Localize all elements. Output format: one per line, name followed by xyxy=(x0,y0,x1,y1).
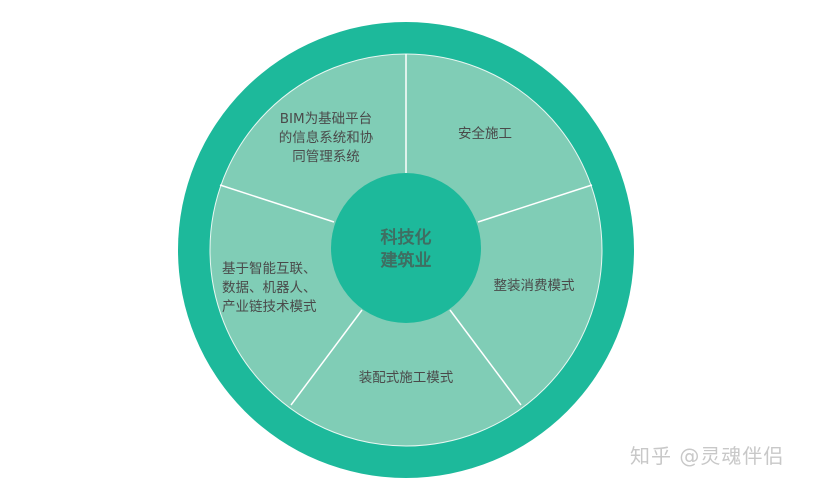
divider-lines xyxy=(219,54,593,406)
divider-line xyxy=(477,184,593,223)
segment-text: 基于智能互联、 xyxy=(222,261,317,277)
segment-text: 数据、机器人、 xyxy=(222,280,317,296)
segment-safe-construction: 安全施工 xyxy=(435,125,535,144)
segment-text: 的信息系统和协 xyxy=(278,130,374,146)
segment-text: 产业链技术模式 xyxy=(222,299,317,315)
segment-bim-platform: BIM为基础平台 的信息系统和协 同管理系统 xyxy=(266,110,386,167)
segment-text: BIM为基础平台 xyxy=(279,111,373,127)
center-title: 科技化 建筑业 xyxy=(356,227,456,273)
center-circle xyxy=(331,173,481,323)
segment-prefab-construction: 装配式施工模式 xyxy=(344,369,468,388)
divider-line xyxy=(219,184,335,223)
center-title-line: 科技化 xyxy=(380,228,432,248)
segment-consumption-mode: 整装消费模式 xyxy=(482,277,586,296)
segment-text: 整装消费模式 xyxy=(493,278,575,294)
center-title-line: 建筑业 xyxy=(380,251,432,271)
segment-smart-tech: 基于智能互联、 数据、机器人、 产业链技术模式 xyxy=(222,260,332,317)
segment-text: 装配式施工模式 xyxy=(358,370,454,386)
divider-line xyxy=(449,309,522,406)
watermark: 知乎 @灵魂伴侣 xyxy=(630,444,785,468)
segment-text: 安全施工 xyxy=(458,126,512,142)
segment-text: 同管理系统 xyxy=(292,149,360,165)
divider-line xyxy=(290,309,363,406)
